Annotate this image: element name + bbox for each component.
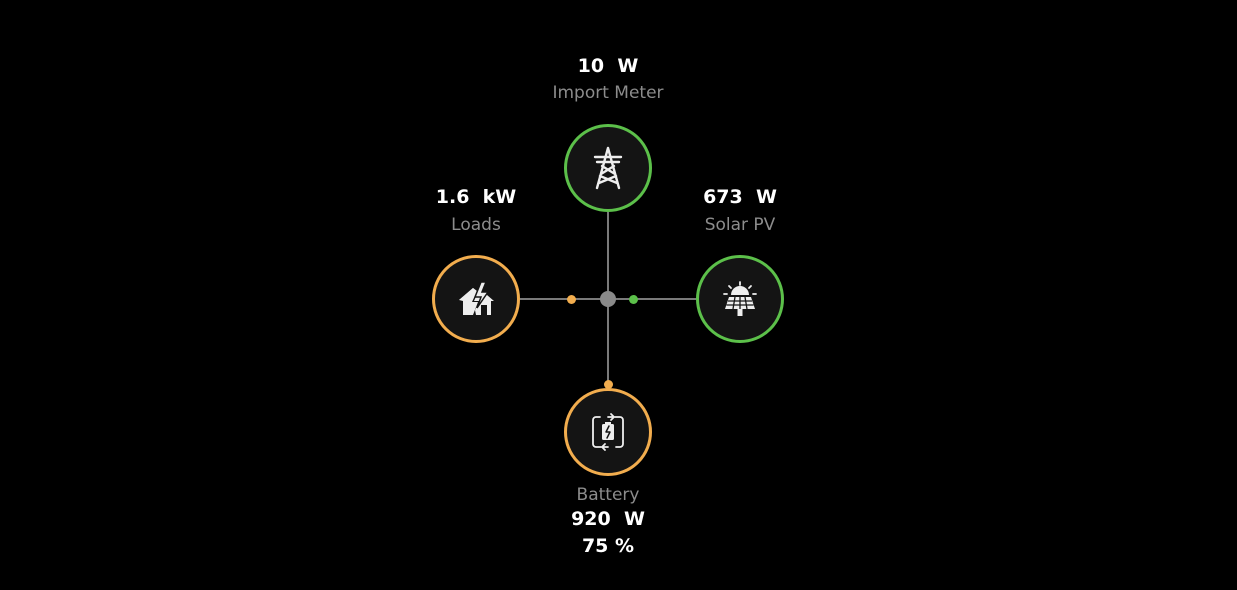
battery-soc-value: 75 % <box>581 535 635 557</box>
loads-node[interactable] <box>432 255 520 343</box>
loads-power-value: 1.6 kW <box>435 186 517 208</box>
battery-power-value: 920 W <box>571 508 645 530</box>
battery-flow-dot <box>604 380 613 389</box>
battery-charge-icon <box>592 413 624 451</box>
solar-label: Solar PV <box>704 215 776 235</box>
solar-node[interactable] <box>696 255 784 343</box>
house-lightning-icon <box>459 281 494 315</box>
grid-node[interactable] <box>564 124 652 212</box>
battery-node[interactable] <box>564 388 652 476</box>
solar-flow-dot <box>629 295 638 304</box>
loads-label: Loads <box>451 215 501 235</box>
solar-power-value: 673 W <box>703 186 777 208</box>
grid-power-value: 10 W <box>577 55 639 77</box>
loads-flow-dot <box>567 295 576 304</box>
battery-label: Battery <box>576 485 640 505</box>
power-tower-icon <box>593 146 623 190</box>
hub-node <box>600 291 616 307</box>
solar-panel-icon <box>723 281 757 316</box>
grid-label: Import Meter <box>552 83 664 103</box>
